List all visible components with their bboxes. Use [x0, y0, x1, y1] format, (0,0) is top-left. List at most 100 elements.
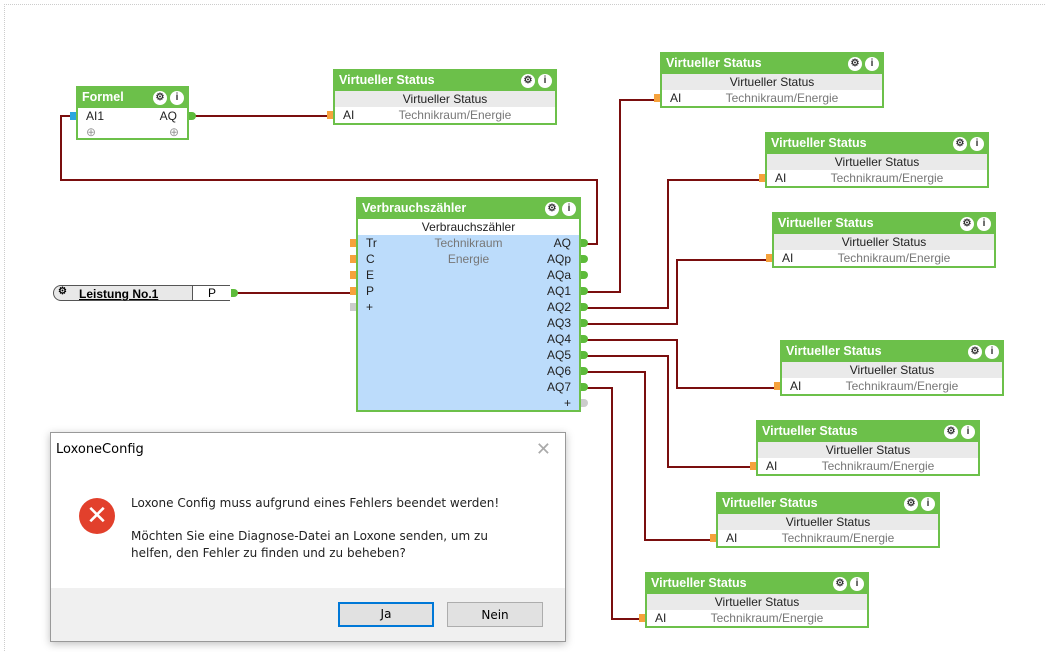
- block-subtitle: Virtueller Status: [758, 442, 978, 458]
- formel-input: AI1: [86, 109, 105, 123]
- info-icon[interactable]: i: [850, 577, 864, 591]
- add-output-icon[interactable]: ⊕: [168, 125, 179, 139]
- verbrauchszaehler-block[interactable]: Verbrauchszähler ⚙i Verbrauchszähler Tec…: [350, 197, 588, 412]
- formel-output: AQ: [159, 109, 177, 123]
- gear-icon[interactable]: ⚙: [521, 74, 535, 88]
- input-pin[interactable]: [350, 287, 356, 295]
- output-pin[interactable]: [581, 271, 588, 279]
- gear-icon[interactable]: ⚙: [960, 217, 974, 231]
- output-pin[interactable]: [581, 255, 588, 263]
- input-pin[interactable]: [750, 462, 756, 470]
- counter-output[interactable]: AQ: [519, 235, 588, 251]
- info-icon[interactable]: i: [985, 345, 999, 359]
- close-icon[interactable]: ✕: [535, 439, 551, 460]
- input-pin[interactable]: [350, 271, 356, 279]
- gear-icon[interactable]: ⚙: [833, 577, 847, 591]
- virtueller-status-block[interactable]: Virtueller Status⚙i Virtueller Status AI…: [710, 492, 940, 548]
- counter-input[interactable]: +: [350, 299, 398, 315]
- input-pin[interactable]: [350, 303, 356, 311]
- dialog-message-question: Möchten Sie eine Diagnose-Datei an Loxon…: [131, 529, 488, 560]
- input-pin[interactable]: [654, 94, 660, 102]
- output-pin[interactable]: [581, 367, 588, 375]
- output-pin[interactable]: [189, 112, 196, 120]
- output-pin[interactable]: [581, 351, 588, 359]
- block-value: Technikraum/Energie: [830, 171, 944, 185]
- output-pin[interactable]: [581, 239, 588, 247]
- info-icon[interactable]: i: [170, 91, 184, 105]
- output-pin[interactable]: [581, 335, 588, 343]
- input-pin[interactable]: [327, 111, 333, 119]
- output-pin[interactable]: [581, 319, 588, 327]
- counter-input[interactable]: C: [350, 251, 398, 267]
- gear-icon[interactable]: ⚙: [904, 497, 918, 511]
- block-value: Technikraum/Energie: [725, 91, 839, 105]
- counter-output[interactable]: AQ1: [519, 283, 588, 299]
- output-label: AQ: [553, 236, 571, 250]
- virtueller-status-block[interactable]: Virtueller Status⚙i Virtueller Status AI…: [774, 340, 1004, 396]
- gear-icon[interactable]: ⚙: [153, 91, 167, 105]
- block-title: Virtueller Status: [666, 56, 762, 70]
- output-pin[interactable]: [581, 383, 588, 391]
- input-pin[interactable]: [710, 534, 716, 542]
- output-pin[interactable]: [231, 289, 238, 297]
- counter-output[interactable]: AQ7: [519, 379, 588, 395]
- input-pin[interactable]: [774, 382, 780, 390]
- block-value: Technikraum/Energie: [781, 531, 895, 545]
- block-input: AI: [670, 91, 682, 105]
- info-icon[interactable]: i: [977, 217, 991, 231]
- counter-output[interactable]: AQ6: [519, 363, 588, 379]
- counter-output[interactable]: +: [519, 395, 588, 411]
- input-pin[interactable]: [639, 614, 645, 622]
- counter-output[interactable]: AQa: [519, 267, 588, 283]
- gear-icon[interactable]: ⚙: [58, 286, 67, 297]
- input-label: C: [366, 252, 375, 266]
- gear-icon[interactable]: ⚙: [944, 425, 958, 439]
- info-icon[interactable]: i: [921, 497, 935, 511]
- info-icon[interactable]: i: [865, 57, 879, 71]
- no-button[interactable]: Nein: [447, 602, 543, 627]
- output-pin[interactable]: [581, 287, 588, 295]
- virtueller-status-block[interactable]: Virtueller Status⚙i Virtueller Status AI…: [639, 572, 869, 628]
- block-input: AI: [726, 531, 738, 545]
- input-pin[interactable]: [766, 254, 772, 262]
- gear-icon[interactable]: ⚙: [953, 137, 967, 151]
- input-pin[interactable]: [350, 255, 356, 263]
- counter-input[interactable]: E: [350, 267, 398, 283]
- counter-output[interactable]: AQ3: [519, 315, 588, 331]
- info-icon[interactable]: i: [562, 202, 576, 216]
- output-pin[interactable]: [581, 399, 588, 407]
- gear-icon[interactable]: ⚙: [968, 345, 982, 359]
- input-pin[interactable]: [350, 239, 356, 247]
- counter-output[interactable]: AQ4: [519, 331, 588, 347]
- block-value: Technikraum/Energie: [821, 459, 935, 473]
- output-pin[interactable]: [581, 303, 588, 311]
- leistung-input-block[interactable]: ⚙ Leistung No.1 P: [53, 285, 238, 301]
- block-value: Technikraum/Energie: [837, 251, 951, 265]
- counter-input[interactable]: Tr: [350, 235, 398, 251]
- virtueller-status-block[interactable]: Virtueller Status⚙i Virtueller Status AI…: [750, 420, 980, 476]
- virtueller-status-block[interactable]: Virtueller Status⚙i Virtueller Status AI…: [654, 52, 884, 108]
- counter-input[interactable]: P: [350, 283, 398, 299]
- info-icon[interactable]: i: [970, 137, 984, 151]
- input-pin[interactable]: [759, 174, 765, 182]
- input-pin[interactable]: [70, 112, 76, 120]
- dialog-title: LoxoneConfig: [56, 442, 144, 457]
- block-input: AI: [782, 251, 794, 265]
- virtueller-status-block[interactable]: Virtueller Status⚙i Virtueller Status AI…: [766, 212, 996, 268]
- gear-icon[interactable]: ⚙: [848, 57, 862, 71]
- info-icon[interactable]: i: [961, 425, 975, 439]
- canvas[interactable]: [4, 4, 1045, 651]
- add-input-icon[interactable]: ⊕: [86, 125, 97, 139]
- block-value: Technikraum/Energie: [710, 611, 824, 625]
- virtueller-status-block[interactable]: Virtueller Status⚙i Virtueller Status AI…: [759, 132, 989, 188]
- counter-category: Energie: [447, 252, 490, 266]
- counter-output[interactable]: AQp: [519, 251, 588, 267]
- info-icon[interactable]: i: [538, 74, 552, 88]
- counter-output[interactable]: AQ2: [519, 299, 588, 315]
- counter-output[interactable]: AQ5: [519, 347, 588, 363]
- yes-button[interactable]: Ja: [338, 602, 434, 627]
- gear-icon[interactable]: ⚙: [545, 202, 559, 216]
- virtueller-status-block[interactable]: Virtueller Status⚙i Virtueller Status AI…: [327, 69, 557, 125]
- block-subtitle: Virtueller Status: [774, 234, 994, 250]
